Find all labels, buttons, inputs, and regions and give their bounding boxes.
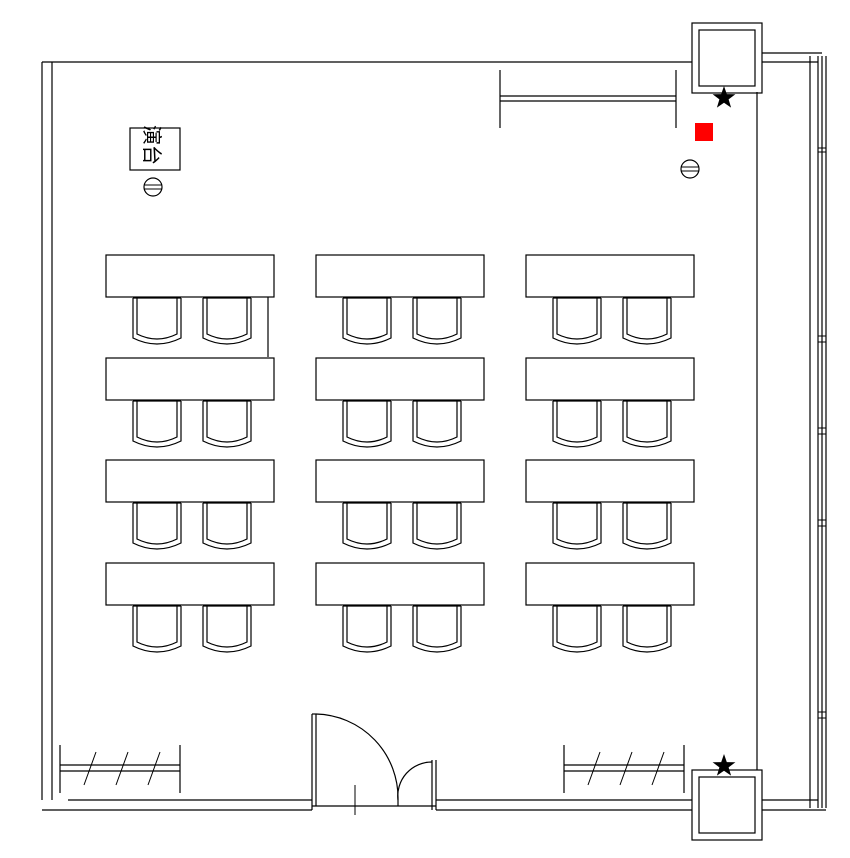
podium: 演台: [129, 125, 181, 171]
chair: [342, 502, 392, 550]
shelf-bottom-left: [59, 745, 181, 793]
chair: [552, 400, 602, 448]
desk: [525, 254, 695, 298]
chair: [202, 297, 252, 345]
chair: [412, 400, 462, 448]
chair: [342, 297, 392, 345]
desk: [525, 357, 695, 401]
podium-label: 演台: [140, 125, 164, 165]
column-bottom-right: [691, 769, 763, 841]
chair: [412, 502, 462, 550]
room-walls: [41, 61, 758, 811]
desk: [315, 357, 485, 401]
seating-area: [105, 254, 695, 653]
desk: [525, 459, 695, 503]
desk: [315, 562, 485, 606]
outlet-circle-icon: [680, 159, 700, 179]
chair: [342, 605, 392, 653]
chair: [412, 605, 462, 653]
red-square-marker: [695, 123, 713, 141]
chair: [622, 605, 672, 653]
chair: [412, 297, 462, 345]
chair: [552, 297, 602, 345]
chair: [132, 297, 182, 345]
outlet-circle-icon: [143, 177, 163, 197]
partition-screen: [499, 70, 677, 128]
desk: [105, 357, 275, 401]
chair: [622, 297, 672, 345]
chair: [552, 502, 602, 550]
entrance-door: [311, 713, 437, 815]
column-top-right: [691, 22, 763, 94]
chair: [202, 605, 252, 653]
chair: [622, 502, 672, 550]
star-icon: [712, 86, 736, 108]
window-wall: [762, 52, 827, 811]
chair: [552, 605, 602, 653]
desk: [525, 562, 695, 606]
shelf-bottom-right: [563, 745, 685, 793]
chair: [132, 502, 182, 550]
chair: [132, 605, 182, 653]
desk: [105, 254, 275, 298]
chair: [342, 400, 392, 448]
chair: [202, 400, 252, 448]
desk: [105, 562, 275, 606]
desk: [105, 459, 275, 503]
chair: [622, 400, 672, 448]
star-icon: [712, 754, 736, 776]
desk: [315, 254, 485, 298]
desk: [315, 459, 485, 503]
chair: [132, 400, 182, 448]
chair: [202, 502, 252, 550]
